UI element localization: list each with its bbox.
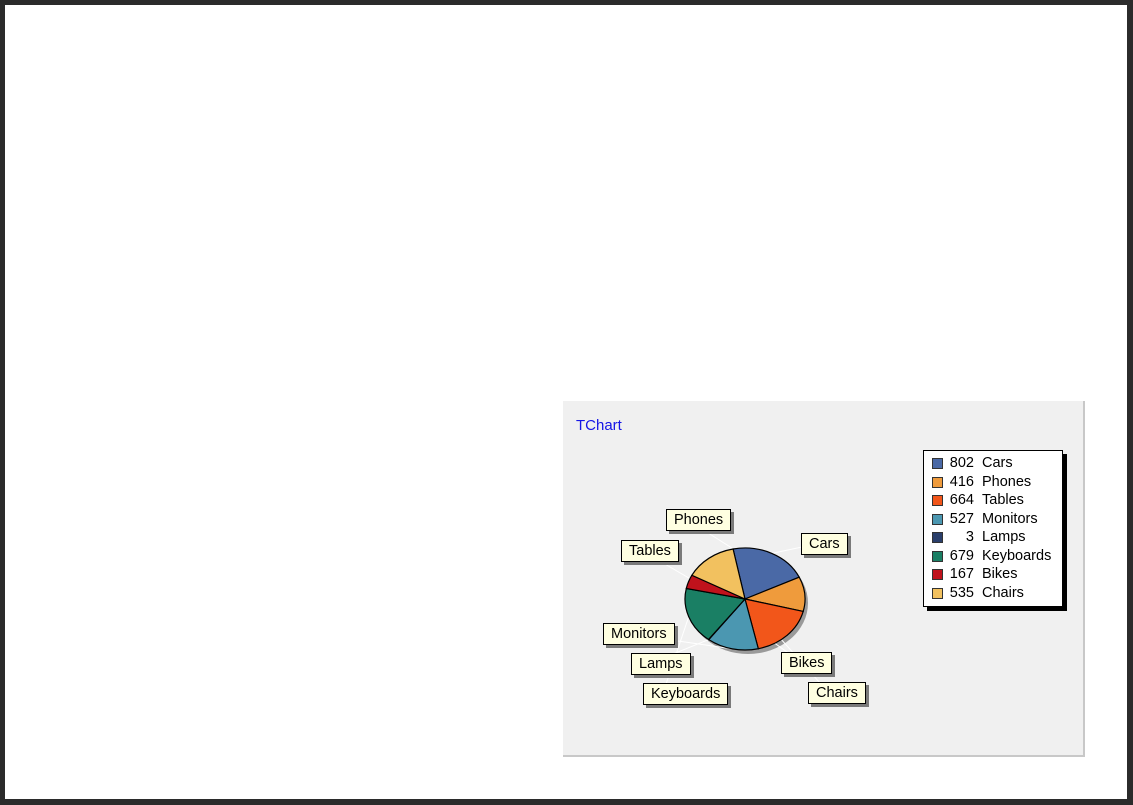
legend-label: Chairs — [982, 584, 1024, 601]
chart-title: TChart — [576, 417, 622, 434]
legend-swatch-chairs — [932, 587, 943, 599]
legend-item-cars: 802 Cars — [924, 454, 1062, 472]
legend-item-phones: 416 Phones — [924, 473, 1062, 491]
legend-value: 167 — [949, 566, 974, 582]
pie-slice-chairs — [691, 548, 746, 601]
legend-item-lamps: 3 Lamps — [924, 528, 1062, 546]
legend-label: Keyboards — [982, 547, 1052, 564]
pie-slice-tables — [744, 598, 804, 650]
chart-legend: 802 Cars 416 Phones 664 Tables 527 Monitors 3 Lam… — [923, 450, 1063, 607]
legend-value: 527 — [949, 510, 974, 527]
legend-value: 3 — [965, 529, 974, 545]
legend-value: 802 — [949, 455, 974, 471]
legend-swatch-cars — [932, 458, 943, 469]
legend-label: Bikes — [982, 566, 1018, 582]
pie-slice-cars — [732, 547, 801, 600]
legend-swatch-lamps — [932, 532, 943, 543]
legend-swatch-tables — [932, 495, 943, 506]
legend-swatch-phones — [932, 476, 943, 488]
pie-slice-keyboards — [684, 587, 747, 641]
legend-label: Tables — [982, 492, 1024, 508]
legend-value: 416 — [949, 473, 974, 490]
legend-item-bikes: 167 Bikes — [924, 565, 1062, 583]
legend-value: 679 — [949, 547, 974, 564]
legend-label: Phones — [982, 473, 1032, 490]
slice-label-monitors: Monitors — [603, 623, 675, 645]
legend-label: Cars — [982, 455, 1013, 471]
pie-slice-monitors — [707, 597, 760, 651]
legend-item-tables: 664 Tables — [924, 491, 1062, 509]
legend-item-monitors: 527 Monitors — [924, 510, 1062, 528]
legend-label: Monitors — [982, 510, 1038, 527]
legend-label: Lamps — [982, 529, 1026, 545]
slice-label-tables: Tables — [621, 540, 679, 562]
slice-label-cars: Cars — [801, 533, 848, 555]
legend-value: 664 — [949, 492, 974, 508]
legend-swatch-monitors — [932, 513, 943, 525]
slice-label-phones: Phones — [666, 509, 732, 531]
legend-item-keyboards: 679 Keyboards — [924, 547, 1062, 565]
slice-label-chairs: Chairs — [808, 682, 866, 704]
legend-value: 535 — [949, 584, 974, 601]
legend-item-chairs: 535 Chairs — [924, 584, 1062, 602]
legend-swatch-bikes — [932, 569, 943, 580]
slice-label-keyboards: Keyboards — [643, 683, 729, 705]
slice-label-lamps: Lamps — [631, 653, 691, 675]
legend-swatch-keyboards — [932, 550, 943, 562]
slice-label-bikes: Bikes — [781, 652, 833, 674]
